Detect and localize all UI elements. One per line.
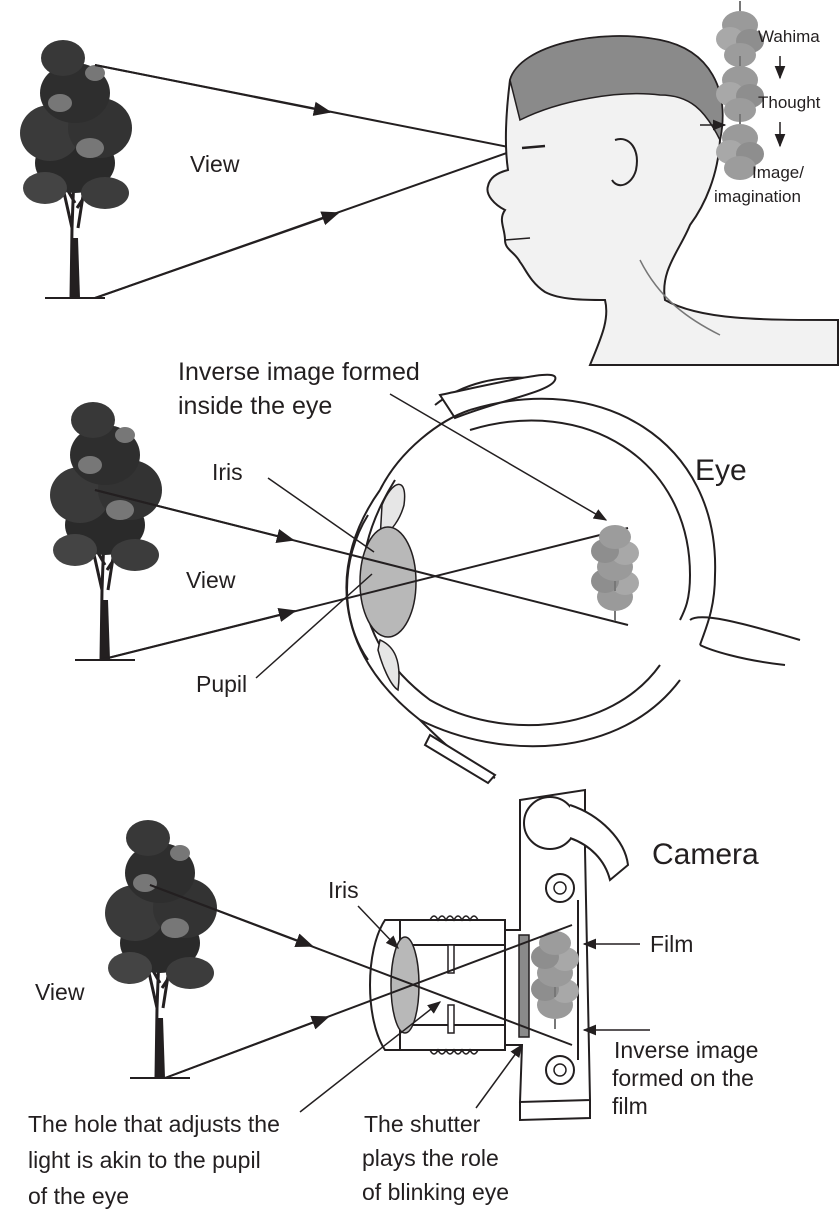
- camera-iris-label: Iris: [328, 877, 359, 903]
- chain-step-image: Image/: [752, 163, 804, 182]
- hole-caption-line2: light is akin to the pupil: [28, 1147, 261, 1173]
- shutter-caption-line2: plays the role: [362, 1145, 499, 1171]
- shutter-caption-line3: of blinking eye: [362, 1179, 509, 1205]
- eye-ray-lower-arrow: [100, 611, 295, 660]
- hole-caption-line3: of the eye: [28, 1183, 129, 1209]
- camera-inverse-line3: film: [612, 1093, 648, 1119]
- shutter-pointer: [476, 1045, 522, 1108]
- eye-inverse-image: [591, 525, 639, 621]
- top-panel: View Wahima Thought Image/ imagination: [20, 1, 838, 365]
- camera-panel: Camera: [28, 790, 759, 1209]
- eye-title: Eye: [695, 454, 747, 487]
- chain-step-imagination: imagination: [714, 187, 801, 206]
- eye-lens: [360, 527, 416, 637]
- top-ray-upper-arrow: [95, 65, 330, 112]
- eye-caption-line2: inside the eye: [178, 392, 332, 420]
- camera-shutter: [519, 935, 529, 1037]
- chain-step-wahima: Wahima: [758, 27, 820, 46]
- camera-body-illustration: [370, 790, 628, 1120]
- camera-inverse-line2: formed on the: [612, 1065, 754, 1091]
- eye-caption-line1: Inverse image formed: [178, 358, 420, 386]
- hole-caption-line1: The hole that adjusts the: [28, 1111, 280, 1137]
- top-tree-image: [20, 40, 132, 298]
- film-label: Film: [650, 931, 693, 957]
- camera-title: Camera: [652, 838, 759, 871]
- camera-ray-lower-arrow: [165, 1017, 328, 1078]
- chain-step-thought: Thought: [758, 93, 821, 112]
- iris-pointer: [268, 478, 374, 552]
- pupil-label: Pupil: [196, 671, 247, 697]
- shutter-caption-line1: The shutter: [364, 1111, 481, 1137]
- camera-inverse-line1: Inverse image: [614, 1037, 758, 1063]
- top-view-label: View: [190, 151, 240, 177]
- eye-view-label: View: [186, 567, 236, 593]
- pupil-pointer: [256, 574, 372, 678]
- top-ray-lower-arrow: [95, 213, 338, 298]
- camera-tree-image: [105, 820, 217, 1078]
- eyeball-illustration: [346, 375, 800, 783]
- iris-label: Iris: [212, 459, 243, 485]
- eye-panel: Inverse image formed inside the eye Eye: [50, 358, 800, 783]
- eye-tree-image: [50, 402, 162, 660]
- eye-caption-pointer: [390, 394, 606, 520]
- camera-view-label: View: [35, 979, 85, 1005]
